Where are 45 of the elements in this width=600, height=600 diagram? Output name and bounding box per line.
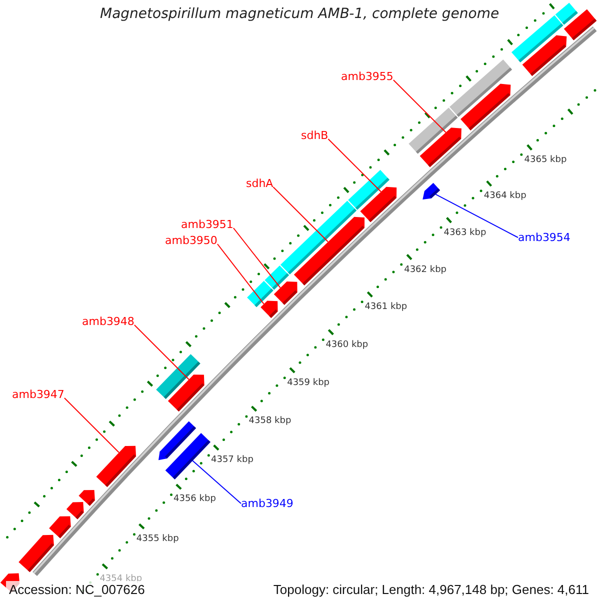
gene-block [168, 374, 204, 412]
tick-label: 4362 kbp [404, 264, 446, 276]
leader-line [64, 398, 120, 453]
leader-line [435, 194, 518, 238]
leader-line [328, 138, 382, 192]
tick-label: 4363 kbp [444, 228, 486, 239]
gene-block [420, 128, 462, 168]
tick-label: 4356 kbp [174, 494, 216, 506]
tick-label: 4364 kbp [484, 191, 526, 202]
gene-label: sdhA [246, 177, 274, 190]
gene-label: amb3949 [241, 497, 294, 510]
leader-line [134, 324, 190, 380]
gene-label: amb3950 [165, 234, 218, 247]
gene-block [460, 84, 511, 130]
gene-label: amb3955 [341, 70, 394, 83]
gene-block [422, 182, 440, 200]
gene-block [18, 534, 54, 572]
feature-bar [555, 2, 578, 25]
tick-label: 4357 kbp [211, 455, 254, 466]
gene-label: sdhB [301, 129, 328, 142]
tick-label: 4361 kbp [364, 302, 408, 313]
tick-label: 4365 kbp [524, 154, 567, 166]
gene-block [96, 446, 136, 488]
leader-line [392, 80, 446, 133]
gene-block [360, 186, 397, 222]
tick-label: 4359 kbp [287, 378, 330, 389]
gene-block [274, 282, 298, 305]
gene-block [78, 490, 95, 506]
tick-label: 4358 kbp [248, 416, 292, 428]
leader-line [272, 186, 328, 242]
gene-label: amb3947 [12, 388, 64, 401]
gene-label: amb3948 [82, 315, 134, 328]
leader-line [216, 244, 264, 305]
gene-block [66, 502, 84, 520]
tick-label: 4355 kbp [136, 534, 179, 545]
tick-label: 4360 kbp [326, 340, 368, 351]
gene-label: amb3951 [181, 218, 234, 231]
gene-block [260, 300, 278, 318]
gene-label: amb3954 [518, 231, 570, 244]
gene-block [294, 216, 365, 286]
gene-block [49, 516, 71, 538]
leader-line [232, 228, 281, 288]
gene-block [522, 35, 567, 76]
diagram-title: Magnetospirillum magneticum AMB-1, complete genome [100, 5, 500, 23]
gene-block [158, 421, 196, 460]
